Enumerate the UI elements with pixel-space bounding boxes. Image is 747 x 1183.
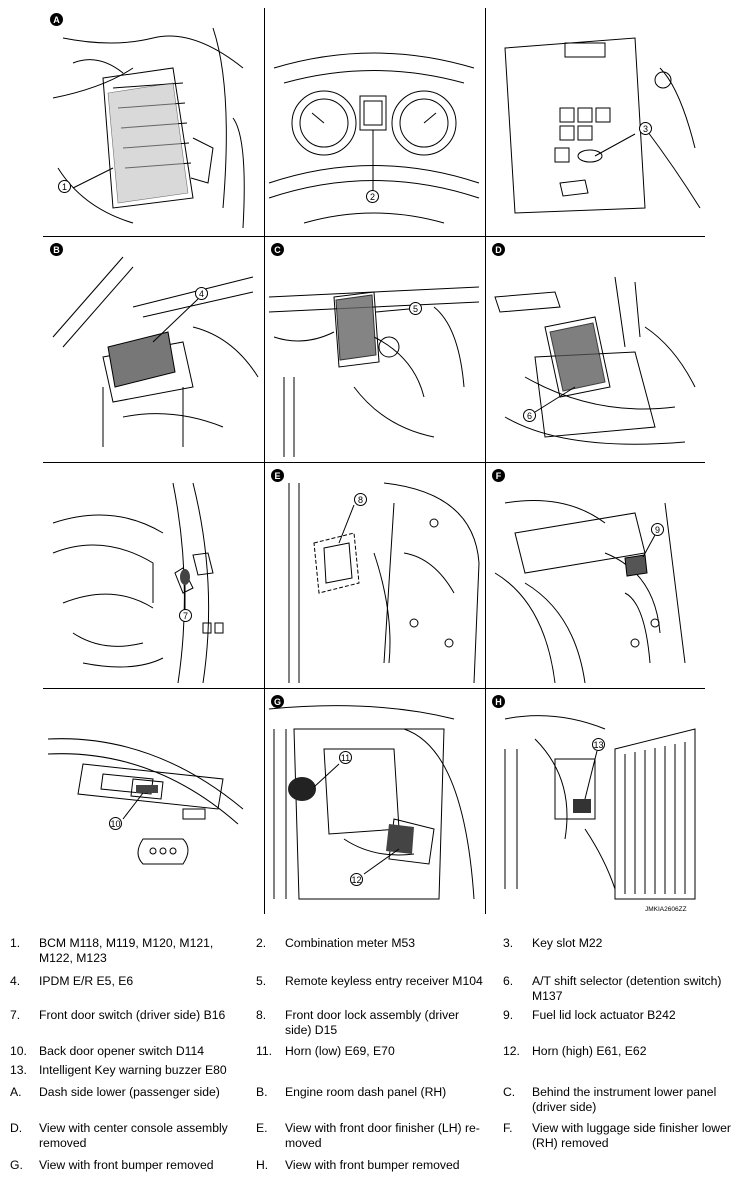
illustration-instrument-lower [268, 286, 480, 457]
callout-marker: 10 [109, 817, 122, 830]
callout-marker: 6 [523, 409, 536, 422]
panel-h-key-buzzer: H 13 [485, 689, 705, 914]
panel-door-switch: 7 [43, 463, 264, 688]
panel-a-bcm: A 1 [43, 8, 264, 236]
legend-key: 13. [10, 1063, 27, 1077]
panel-letter: C [271, 243, 284, 256]
legend-key: 2. [256, 936, 267, 950]
legend-text: Key slot M22 [532, 936, 603, 950]
panel-b-ipdm: B 4 [43, 237, 264, 462]
legend-text: IPDM E/R E5, E6 [39, 974, 134, 988]
callout-marker-second: 12 [350, 873, 363, 886]
panel-combination-meter: 2 [264, 8, 485, 236]
illustration-back-door [47, 738, 244, 865]
illustration-luggage-side [494, 500, 686, 684]
grid-divider-horizontal-3 [43, 688, 705, 689]
illustration-dash-side-lower [52, 27, 245, 229]
legend-key: 12. [503, 1044, 520, 1058]
legend-text: Back door opener switch D114 [39, 1044, 205, 1058]
legend-key: G. [10, 1158, 23, 1172]
grid-divider-horizontal-2 [43, 462, 705, 463]
panel-f-fuel-lid: F 9 [485, 463, 705, 688]
panel-letter: E [271, 469, 284, 482]
legend-key: B. [256, 1085, 268, 1099]
legend-key: 1. [10, 936, 21, 950]
panel-c-keyless-receiver: C 5 [264, 237, 485, 462]
legend-text: Horn (low) E69, E70 [285, 1044, 395, 1058]
callout-marker: 9 [651, 523, 664, 536]
illustration-door-pillar [52, 482, 224, 684]
legend-text: View with center console assembly remove… [39, 1121, 228, 1150]
panel-letter: A [50, 13, 63, 26]
legend-text: Remote keyless entry receiver M104 [285, 974, 483, 988]
legend-key: 10. [10, 1044, 27, 1058]
illustration-instrument-cluster [268, 52, 480, 224]
legend-text: Combination meter M53 [285, 936, 416, 950]
panel-key-slot: 3 [485, 8, 705, 236]
legend-key: 8. [256, 1008, 267, 1022]
legend-key: 11. [256, 1044, 273, 1058]
panel-d-shift-selector: D 6 [485, 237, 705, 462]
legend-key: 6. [503, 974, 514, 988]
callout-marker: 3 [639, 122, 652, 135]
callout-marker: 5 [409, 302, 422, 315]
callout-marker: 13 [592, 738, 605, 751]
legend-key: 3. [503, 936, 514, 950]
panel-g-horn: G 11 12 [264, 689, 485, 914]
grid-divider-vertical-1 [264, 8, 265, 914]
legend-text: Behind the instrument lower panel (drive… [532, 1085, 717, 1114]
legend-text: Intelligent Key warning buzzer E80 [39, 1063, 227, 1077]
legend-key: H. [256, 1158, 269, 1172]
illustration-front-bumper-rh [504, 715, 696, 900]
legend-text: View with front bumper removed [285, 1158, 460, 1172]
callout-marker: 4 [195, 287, 208, 300]
illustration-key-slot [504, 37, 701, 214]
legend-text: Front door switch (driver side) B16 [39, 1008, 226, 1022]
illustration-center-console [494, 276, 696, 445]
legend-text: Dash side lower (passenger side) [39, 1085, 220, 1099]
legend-text: A/T shift selector (detention switch) M1… [532, 974, 722, 1003]
legend-text: View with luggage side finisher lower (R… [532, 1121, 731, 1150]
legend-key: 9. [503, 1008, 514, 1022]
legend-key: 5. [256, 974, 267, 988]
legend-key: 4. [10, 974, 21, 988]
legend-text: Engine room dash panel (RH) [285, 1085, 447, 1099]
panel-letter: H [492, 695, 505, 708]
figure-code: JMKIA2606ZZ [645, 906, 687, 913]
legend-text: View with front door finisher (LH) re-mo… [285, 1121, 480, 1150]
grid-divider-vertical-2 [485, 8, 486, 914]
legend-key: 7. [10, 1008, 21, 1022]
legend-text: Fuel lid lock actuator B242 [532, 1008, 676, 1022]
illustration-front-bumper-lh [268, 705, 475, 900]
legend-text: BCM M118, M119, M120, M121, M122, M123 [39, 936, 214, 965]
legend-key: C. [503, 1085, 516, 1099]
grid-divider-horizontal-1 [43, 236, 705, 237]
illustration-front-door-inner [288, 482, 480, 684]
legend-text: Front door lock assembly (driver side) D… [285, 1008, 460, 1037]
panel-e-door-lock: E 8 [264, 463, 485, 688]
callout-marker: 1 [58, 180, 71, 193]
panel-letter: B [50, 243, 63, 256]
legend-key: D. [10, 1121, 23, 1135]
legend-key: E. [256, 1121, 268, 1135]
panel-letter: G [271, 695, 284, 708]
panel-letter: F [492, 469, 505, 482]
callout-marker: 2 [366, 190, 379, 203]
callout-marker: 8 [354, 493, 367, 506]
callout-marker: 11 [339, 751, 352, 764]
panel-letter: D [492, 243, 505, 256]
legend-text: View with front bumper removed [39, 1158, 214, 1172]
legend-key: A. [10, 1085, 22, 1099]
illustration-engine-room-dash [52, 256, 259, 447]
legend-text: Horn (high) E61, E62 [532, 1044, 647, 1058]
callout-marker: 7 [179, 609, 192, 622]
panel-back-door-switch: 10 [43, 689, 264, 914]
legend-key: F. [503, 1121, 513, 1135]
